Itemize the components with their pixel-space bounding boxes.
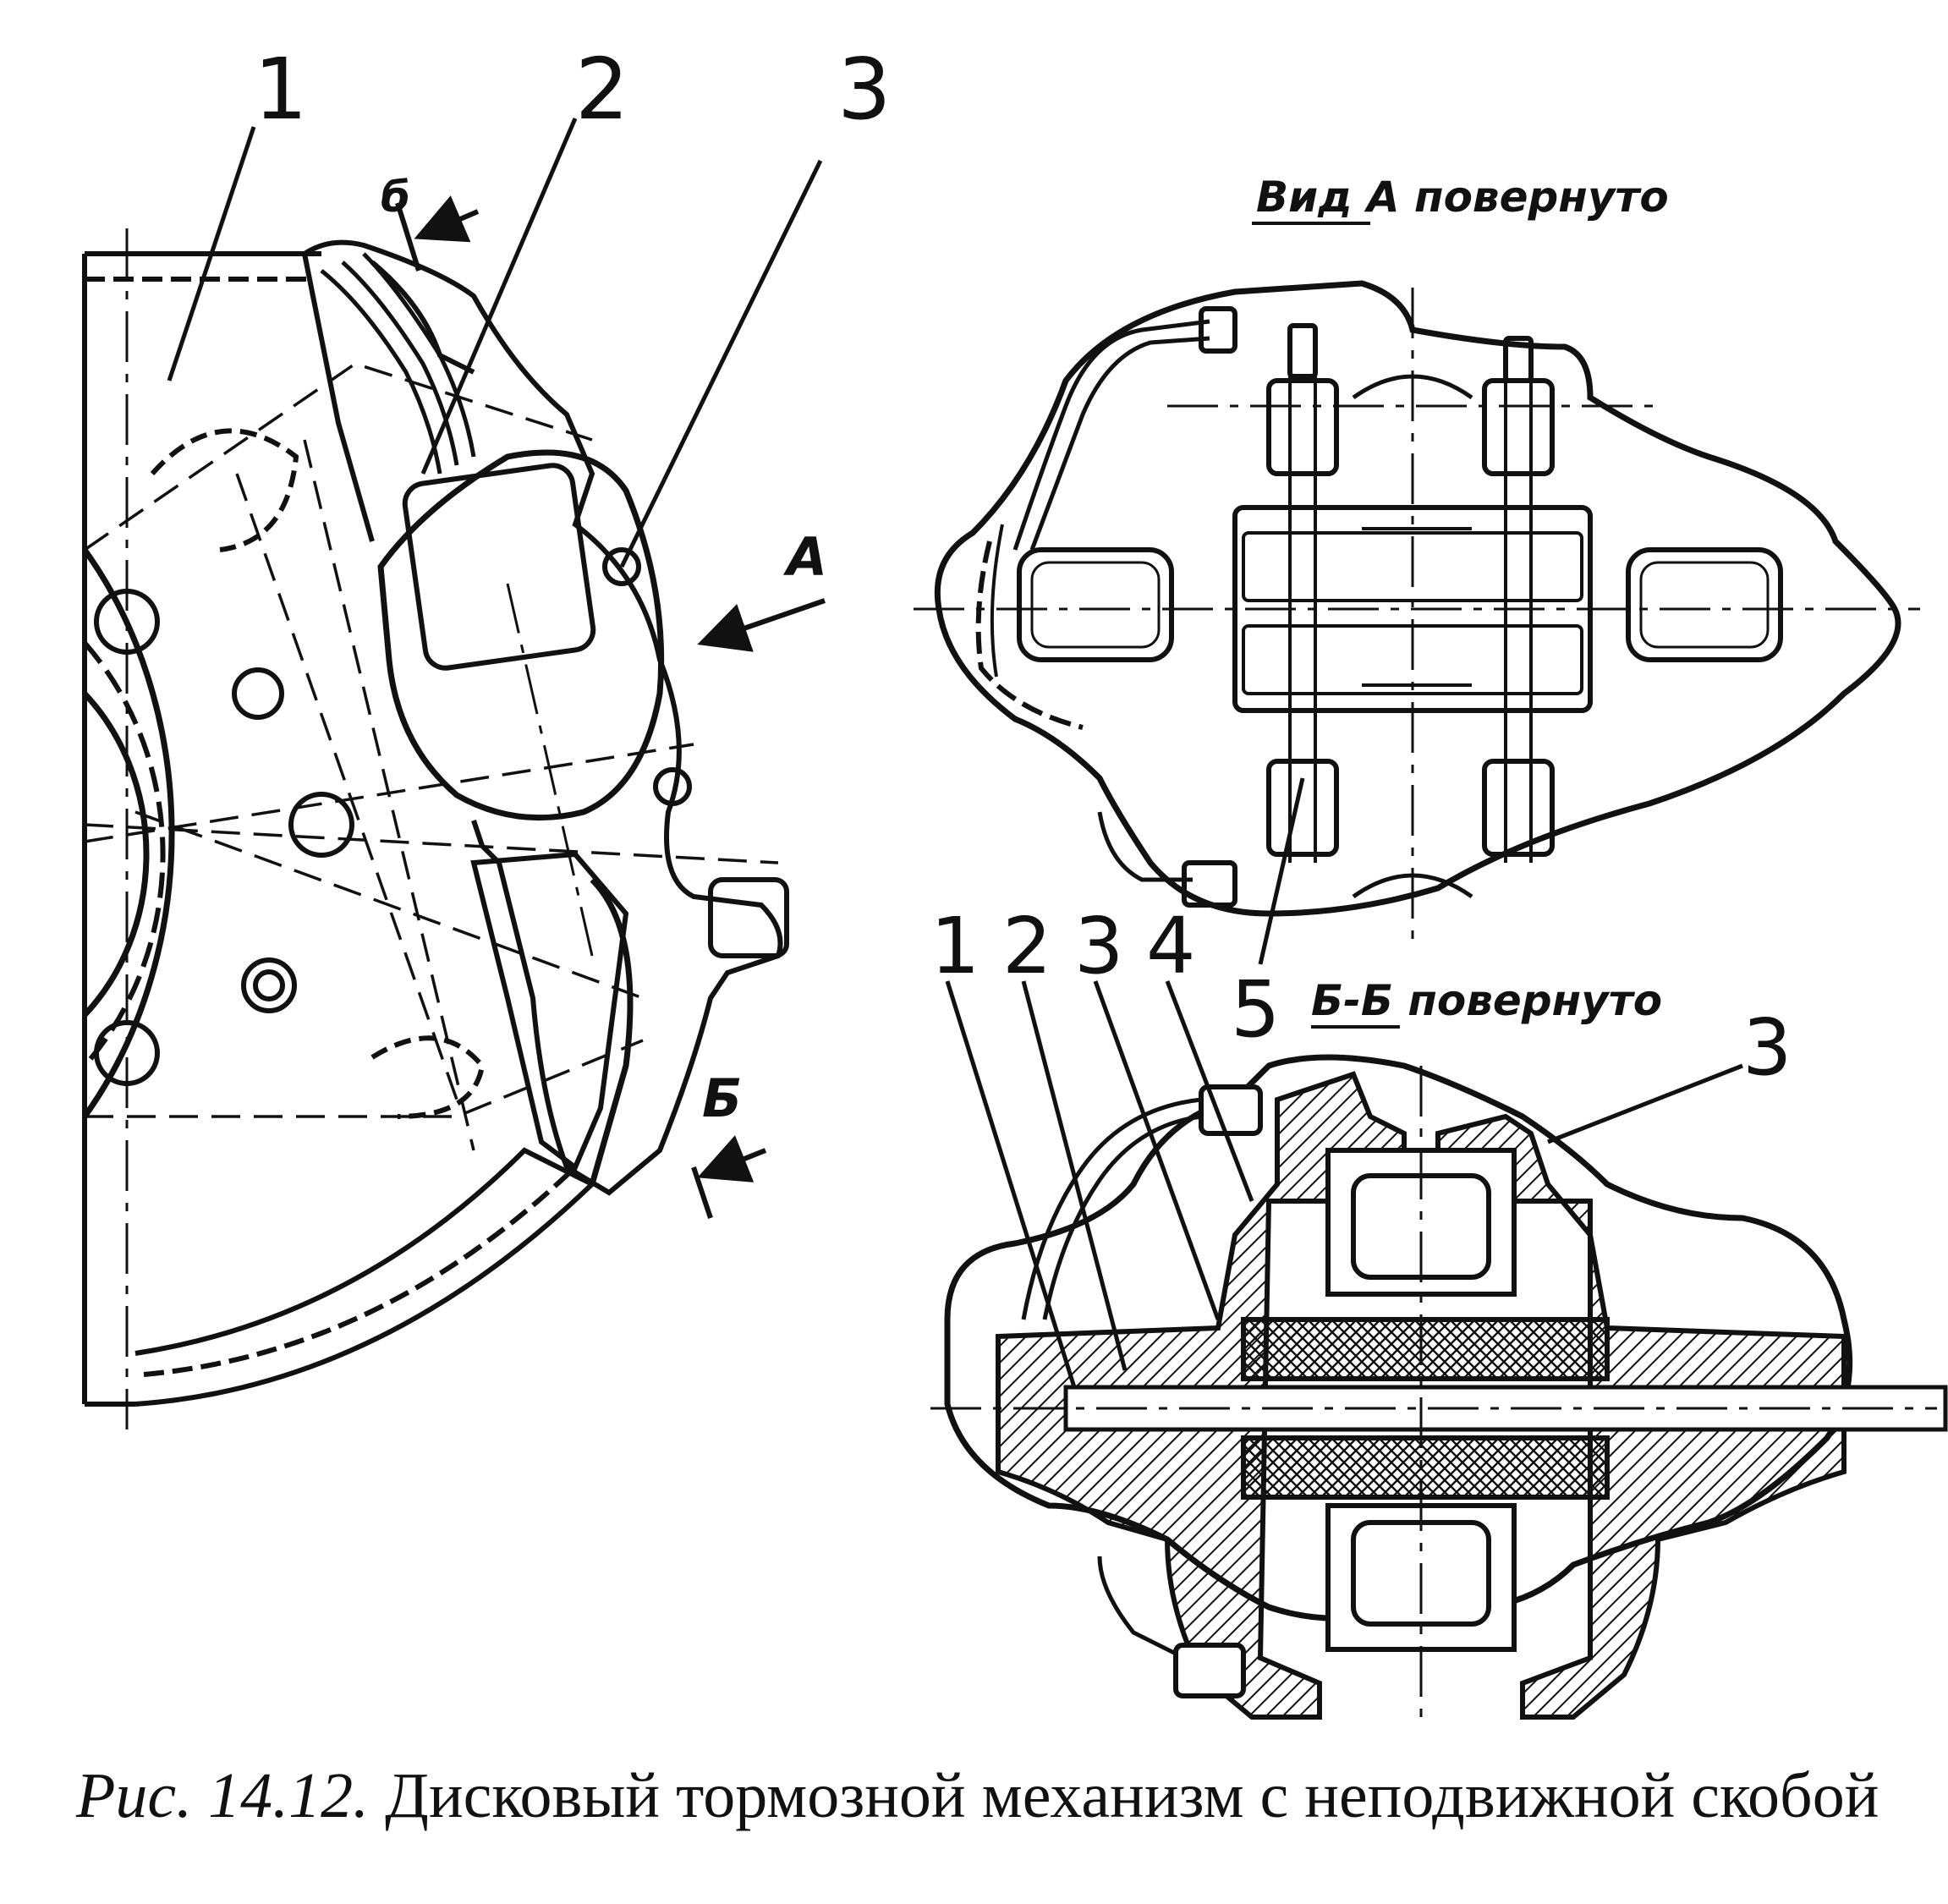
caliper	[302, 239, 789, 1196]
section-callout-2: 2	[1002, 901, 1052, 991]
callout-2: 2	[575, 40, 629, 139]
callout-1: 1	[254, 40, 308, 139]
callout-3: 3	[837, 40, 892, 139]
brake-line	[1012, 306, 1237, 908]
figure-caption: Рис. 14.12. Дисковый тормозной механизм …	[76, 1759, 1895, 1833]
center-lines	[914, 288, 1920, 939]
section-bb-drawing	[930, 980, 1948, 1726]
section-callout-4: 4	[1146, 901, 1196, 991]
section-callout-3: 3	[1074, 901, 1124, 991]
section-marker-top	[395, 195, 480, 272]
section-bottom-label: Б	[702, 1067, 742, 1129]
section-callout-3-right: 3	[1742, 1002, 1792, 1093]
leader-lines	[167, 118, 823, 568]
view-a-label: А	[782, 526, 827, 588]
section-top-label: б	[381, 173, 410, 222]
splash-shield	[82, 228, 597, 1429]
view-a-arrow	[697, 598, 826, 652]
pad-windows	[1017, 547, 1783, 662]
section-callout-1: 1	[930, 901, 980, 991]
section-leaders	[945, 980, 1743, 1388]
section-marker-bottom	[691, 1135, 767, 1219]
pad-upper	[1241, 1317, 1610, 1381]
section-bb-title: Б-Б повернуто	[1311, 976, 1662, 1025]
view-a-drawing	[914, 280, 1920, 965]
guide-pins	[1266, 323, 1555, 863]
front-view	[82, 118, 826, 1429]
view-a-title: Вид А повернуто	[1256, 173, 1669, 222]
callout-5-leader	[1258, 777, 1305, 965]
hub	[82, 428, 486, 1119]
view-a-callout-5: 5	[1231, 964, 1281, 1055]
caption-prefix: Рис. 14.12.	[76, 1760, 370, 1831]
caption-text: Дисковый тормозной механизм с неподвижно…	[385, 1760, 1879, 1831]
construction-lines	[84, 362, 779, 1151]
pad-lower	[1241, 1435, 1610, 1500]
